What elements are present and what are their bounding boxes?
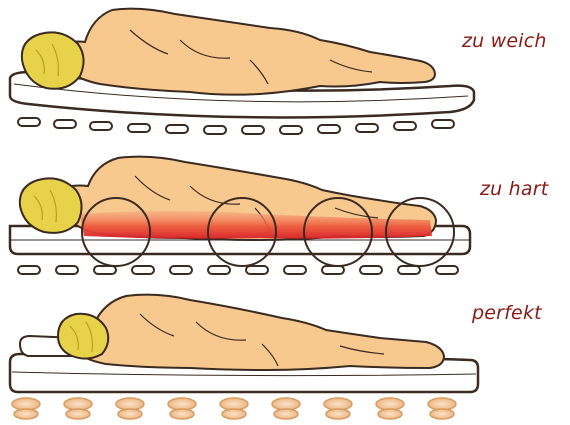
spring-2 <box>64 398 92 410</box>
head-hair-perfect <box>58 314 108 359</box>
head-hair-hard <box>20 178 82 233</box>
spring-9 <box>428 398 456 410</box>
label-too-soft: zu weich <box>462 30 547 52</box>
spring-3 <box>116 398 144 410</box>
slats-soft <box>18 118 454 134</box>
spring-8 <box>376 398 404 410</box>
spring-5 <box>220 398 248 410</box>
body-perfect <box>64 295 444 370</box>
spring-7 <box>324 398 352 410</box>
panel-too-soft <box>10 9 474 134</box>
head-hair-soft <box>22 32 84 88</box>
panel-perfect <box>10 295 478 419</box>
panel-too-hard <box>10 157 470 274</box>
slats-hard <box>18 266 458 274</box>
spring-4 <box>168 398 196 410</box>
springs-perfect <box>12 398 456 419</box>
label-too-hard: zu hart <box>480 178 548 200</box>
label-perfect: perfekt <box>472 302 542 324</box>
spring-6 <box>272 398 300 410</box>
spring-1 <box>12 398 40 410</box>
body-soft <box>62 9 435 95</box>
